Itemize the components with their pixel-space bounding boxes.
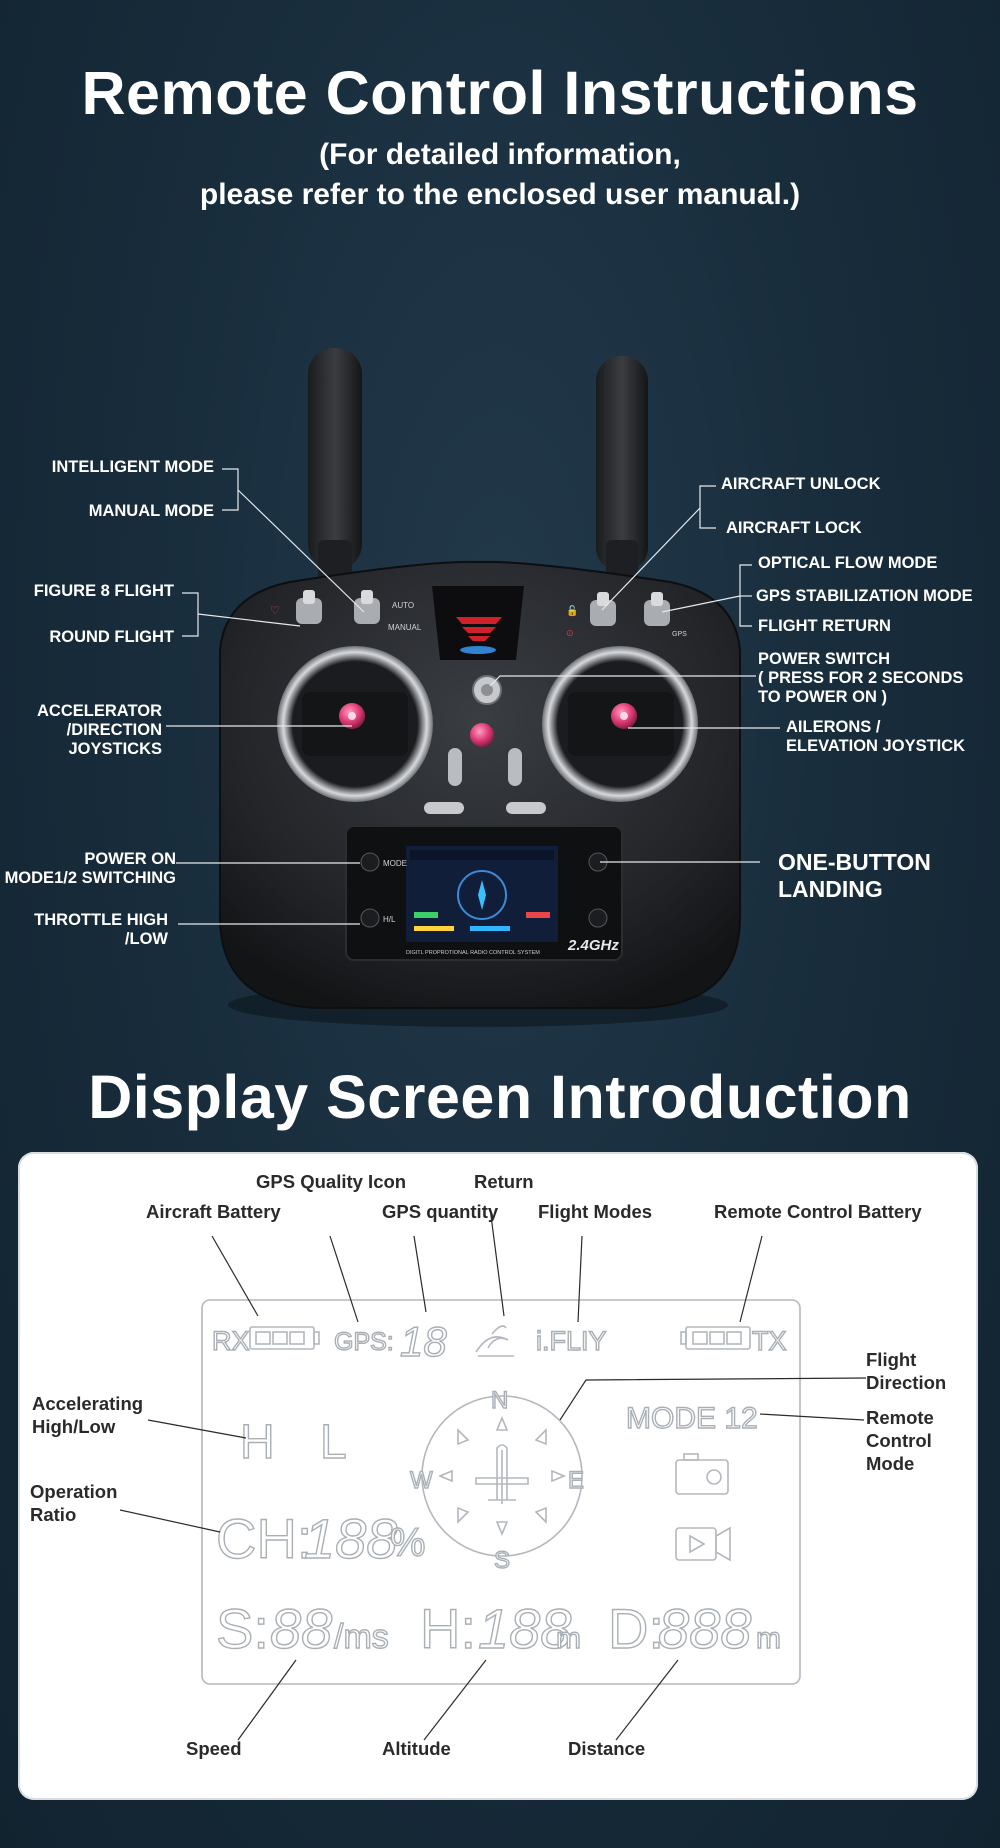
lcd-rx: RX xyxy=(212,1326,250,1356)
lcd-ms: /ms xyxy=(334,1618,389,1656)
label-return: Return xyxy=(474,1171,534,1192)
label-aircraft-battery: Aircraft Battery xyxy=(146,1201,281,1222)
left-antenna xyxy=(308,348,362,600)
lcd-ch-digits: 188 xyxy=(304,1507,397,1570)
lcd-compass-s: S xyxy=(494,1547,510,1574)
label-flight-return: FLIGHT RETURN xyxy=(758,617,891,635)
label-remote-control-battery: Remote Control Battery xyxy=(714,1201,922,1222)
lcd-ch: CH: xyxy=(216,1507,312,1570)
right-joystick xyxy=(542,646,698,802)
lcd-l: L xyxy=(320,1416,347,1469)
manual-marking: MANUAL xyxy=(388,623,422,632)
label-gps-stabilization-mode: GPS STABILIZATION MODE xyxy=(756,587,973,605)
label-throttle-high-low: THROTTLE HIGH/LOW xyxy=(34,911,168,948)
svg-text:🔓: 🔓 xyxy=(566,604,578,617)
svg-text:♡: ♡ xyxy=(270,605,280,617)
freq-label: 2.4GHz xyxy=(567,937,619,954)
gps-marking: GPS xyxy=(672,631,687,638)
lcd-flight-mode-text: i.FLIY xyxy=(536,1326,607,1356)
label-aircraft-lock: AIRCRAFT LOCK xyxy=(726,519,862,537)
label-optical-flow-mode: OPTICAL FLOW MODE xyxy=(758,554,938,572)
page-title: Remote Control Instructions xyxy=(81,59,919,127)
label-ailerons-elevation-joystick: AILERONS /ELEVATION JOYSTICK xyxy=(786,718,966,755)
label-altitude: Altitude xyxy=(382,1738,451,1759)
display-diagram-panel xyxy=(18,1152,978,1800)
lcd-compass-e: E xyxy=(568,1467,584,1494)
screen-footer: DIGITL PROPROTIONAL RADIO CONTROL SYSTEM xyxy=(406,950,540,956)
mode-marking: MODE xyxy=(383,859,407,868)
lcd-alt: H: xyxy=(420,1597,476,1660)
label-round-flight: ROUND FLIGHT xyxy=(49,628,174,646)
label-flight-modes: Flight Modes xyxy=(538,1201,653,1222)
hl-marking: H/L xyxy=(383,915,396,924)
lcd-s-digits: 88 xyxy=(270,1597,332,1660)
lcd-diagram: RX GPS: 18 i.FLIY TX H L MODE 12 N S E W… xyxy=(119,1207,867,1741)
lcd-frame xyxy=(201,1299,801,1685)
label-figure8-flight: FIGURE 8 FLIGHT xyxy=(33,582,174,600)
remote-controller-illustration: AUTO MANUAL ♡ 🔓 ⊙ GPS MODE xyxy=(166,348,780,1027)
lcd-alt-digits: 188 xyxy=(478,1597,571,1660)
label-distance: Distance xyxy=(568,1738,646,1759)
subtitle-line-1: (For detailed information, xyxy=(319,138,681,171)
lcd-d-digits: 888 xyxy=(658,1597,751,1660)
label-gps-quantity: GPS quantity xyxy=(382,1201,499,1222)
label-intelligent-mode: INTELLIGENT MODE xyxy=(51,458,214,476)
label-gps-quality-icon: GPS Quality Icon xyxy=(256,1171,407,1192)
lcd-gps: GPS: xyxy=(334,1328,394,1356)
lcd-tx: TX xyxy=(752,1326,787,1356)
lcd-s: S: xyxy=(216,1597,269,1660)
auto-marking: AUTO xyxy=(392,601,414,610)
right-switches: 🔓 ⊙ GPS xyxy=(566,592,687,638)
label-manual-mode: MANUAL MODE xyxy=(88,502,214,520)
lcd-compass-w: W xyxy=(410,1467,433,1494)
svg-text:⊙: ⊙ xyxy=(566,628,574,638)
right-antenna xyxy=(596,356,648,600)
label-aircraft-unlock: AIRCRAFT UNLOCK xyxy=(721,475,881,493)
display-section-title: Display Screen Introduction xyxy=(88,1063,912,1131)
lcd-mode12: MODE 12 xyxy=(626,1402,758,1435)
lcd-gps-digits: 18 xyxy=(400,1318,447,1365)
lcd-d: D: xyxy=(608,1597,664,1660)
lcd-m1: m xyxy=(556,1622,581,1655)
subtitle-line-2: please refer to the enclosed user manual… xyxy=(199,178,801,211)
left-switches: AUTO MANUAL ♡ xyxy=(270,590,422,632)
lcd-m2: m xyxy=(756,1622,781,1655)
lcd-h: H xyxy=(240,1416,275,1469)
left-joystick xyxy=(277,646,433,802)
label-speed: Speed xyxy=(186,1738,242,1759)
lcd-percent: % xyxy=(390,1521,426,1565)
lcd-compass-n: N xyxy=(491,1387,508,1414)
